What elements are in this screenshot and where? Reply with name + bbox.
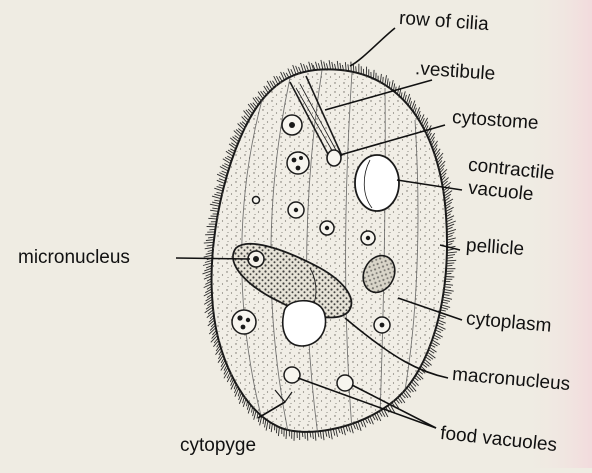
label-cytopyge: cytopyge [180, 436, 256, 455]
cilium [351, 424, 354, 433]
cilium [271, 424, 272, 433]
cilium [447, 241, 454, 243]
cilium [324, 62, 326, 70]
cilium [332, 62, 333, 70]
cytostome [327, 150, 341, 166]
cilium [445, 284, 453, 285]
cilium [442, 300, 450, 302]
cilium [447, 252, 457, 253]
cilium [224, 370, 229, 379]
cilium [205, 307, 213, 313]
cilium [266, 421, 268, 431]
cilium [203, 263, 212, 266]
cilium [204, 255, 213, 257]
cilium [214, 194, 221, 196]
cilium [278, 427, 279, 436]
cilium [205, 247, 213, 248]
cilium [212, 202, 220, 204]
cilium [385, 75, 387, 85]
cilium [447, 233, 454, 235]
cilium [447, 260, 457, 261]
label-pellicle: pellicle [465, 236, 524, 259]
cilium [254, 411, 256, 420]
contractile-vacuole [355, 155, 399, 211]
cilium [441, 305, 450, 308]
cilium [323, 431, 324, 441]
cilium [328, 430, 329, 438]
cilium [244, 111, 250, 119]
cilium [208, 320, 215, 326]
cilium [387, 78, 388, 86]
cilium [212, 196, 221, 199]
cilium [204, 276, 212, 279]
cilium [204, 242, 214, 243]
cilium [337, 61, 338, 70]
right-tint [520, 0, 592, 468]
cilium [208, 218, 217, 219]
cilium [333, 429, 335, 436]
cilium [214, 188, 223, 191]
cilium [447, 229, 456, 232]
cilium [313, 432, 314, 439]
cilium [442, 178, 449, 184]
cilium [305, 432, 306, 439]
cilium [444, 191, 452, 196]
label-vestibule: .vestibule [414, 59, 495, 84]
cilium [341, 427, 343, 434]
cilium [217, 186, 224, 188]
cilium [315, 432, 316, 441]
cilium [391, 80, 393, 89]
cilium [291, 69, 294, 75]
cilium [206, 305, 213, 310]
cilium [301, 63, 304, 72]
label-micronucleus: micronucleus [18, 248, 130, 267]
cilium [210, 204, 220, 206]
cilium [345, 62, 346, 71]
cilium [309, 62, 311, 71]
cilium [329, 60, 331, 69]
cilium [403, 91, 405, 99]
cilium [321, 60, 323, 70]
cilium [445, 277, 454, 278]
cilium [440, 169, 447, 175]
cilium [447, 255, 455, 256]
cilium [336, 428, 338, 436]
cilium [343, 427, 345, 436]
lower-vacuole [283, 301, 326, 346]
cilium [443, 297, 452, 299]
cilium [296, 66, 299, 74]
cilium [356, 423, 359, 431]
cilium [444, 289, 454, 291]
cilium [446, 263, 454, 264]
cilium [447, 224, 455, 227]
cilium [204, 299, 212, 304]
cilium [210, 210, 218, 211]
cilium [331, 430, 333, 440]
cilium [203, 271, 212, 274]
cilium [447, 238, 456, 240]
cilium [316, 62, 318, 70]
cilium [439, 315, 446, 317]
cilium [444, 292, 452, 293]
cilium [265, 419, 266, 427]
cilium [286, 430, 287, 439]
cilium [441, 307, 448, 309]
cilium [374, 70, 375, 79]
cilium [304, 64, 307, 71]
cilium [320, 431, 321, 439]
